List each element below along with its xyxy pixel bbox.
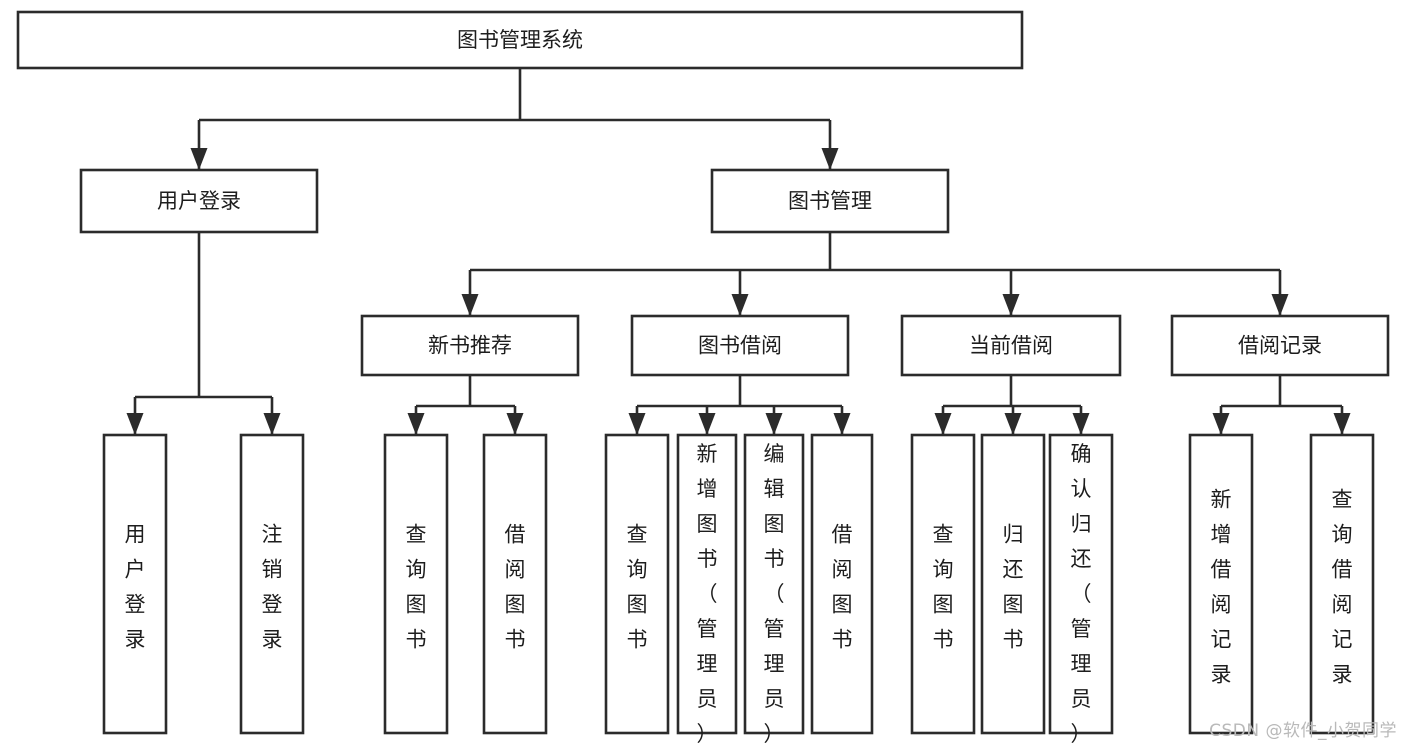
node-leaf-query-borrow-record-box[interactable] bbox=[1309, 433, 1375, 735]
node-new-book-recommend-box[interactable] bbox=[360, 314, 580, 377]
node-leaf-query-book-borrow[interactable]: 查询图书 bbox=[604, 433, 670, 735]
node-root-box[interactable] bbox=[16, 10, 1024, 70]
arrowhead-icon bbox=[833, 413, 851, 435]
node-leaf-borrow-book-recommend-box[interactable] bbox=[482, 433, 548, 735]
node-leaf-user-logout-label: 注销登录 bbox=[262, 522, 283, 651]
node-leaf-confirm-return-label: 确认归还（管理员） bbox=[1071, 442, 1092, 746]
arrowhead-icon bbox=[765, 413, 783, 435]
node-leaf-borrow-book-recommend[interactable]: 借阅图书 bbox=[482, 433, 548, 735]
node-leaf-edit-book-box[interactable] bbox=[743, 433, 805, 735]
node-leaf-user-login-label: 用户登录 bbox=[125, 522, 146, 651]
arrowhead-icon bbox=[407, 413, 425, 435]
node-leaf-edit-book-label: 编辑图书（管理员） bbox=[764, 442, 785, 746]
node-leaf-user-logout-box[interactable] bbox=[239, 433, 305, 735]
node-leaf-return-book-box[interactable] bbox=[980, 433, 1046, 735]
node-borrow-record-label: 借阅记录 bbox=[1238, 334, 1322, 358]
node-leaf-add-borrow-record-box[interactable] bbox=[1188, 433, 1254, 735]
node-user-login-box[interactable] bbox=[79, 168, 319, 234]
node-leaf-borrow-book-recommend-label: 借阅图书 bbox=[505, 522, 526, 651]
node-leaf-add-book[interactable]: 新增图书（管理员） bbox=[676, 433, 738, 746]
node-current-borrow[interactable]: 当前借阅 bbox=[900, 314, 1122, 377]
node-leaf-add-book-label: 新增图书（管理员） bbox=[697, 442, 718, 746]
node-leaf-confirm-return-box[interactable] bbox=[1048, 433, 1114, 735]
node-leaf-return-book[interactable]: 归还图书 bbox=[980, 433, 1046, 735]
node-book-borrow-label: 图书借阅 bbox=[698, 334, 782, 358]
node-current-borrow-label: 当前借阅 bbox=[969, 334, 1053, 358]
node-leaf-edit-book[interactable]: 编辑图书（管理员） bbox=[743, 433, 805, 746]
arrowhead-icon bbox=[1004, 413, 1022, 435]
arrowhead-icon bbox=[506, 413, 524, 435]
node-borrow-record[interactable]: 借阅记录 bbox=[1170, 314, 1390, 377]
node-leaf-query-book-current-label: 查询图书 bbox=[933, 522, 954, 651]
node-book-management-label: 图书管理 bbox=[788, 189, 872, 213]
edge-group-book-borrow bbox=[628, 375, 851, 435]
node-leaf-query-book-recommend[interactable]: 查询图书 bbox=[383, 433, 449, 735]
node-user-login[interactable]: 用户登录 bbox=[79, 168, 319, 234]
node-layer: 图书管理系统用户登录图书管理新书推荐图书借阅当前借阅借阅记录用户登录注销登录查询… bbox=[16, 10, 1390, 746]
node-leaf-query-borrow-record-label: 查询借阅记录 bbox=[1332, 487, 1353, 686]
node-leaf-query-book-current-box[interactable] bbox=[910, 433, 976, 735]
edge-group-book-management bbox=[461, 232, 1289, 316]
node-leaf-query-borrow-record[interactable]: 查询借阅记录 bbox=[1309, 433, 1375, 735]
node-book-borrow[interactable]: 图书借阅 bbox=[630, 314, 850, 377]
node-leaf-return-book-label: 归还图书 bbox=[1003, 522, 1024, 651]
node-leaf-user-logout[interactable]: 注销登录 bbox=[239, 433, 305, 735]
arrowhead-icon bbox=[263, 413, 281, 435]
edge-group-current-borrow bbox=[934, 375, 1090, 435]
edge-group-borrow-record bbox=[1212, 375, 1351, 435]
node-current-borrow-box[interactable] bbox=[900, 314, 1122, 377]
node-leaf-query-book-borrow-box[interactable] bbox=[604, 433, 670, 735]
arrowhead-icon bbox=[126, 413, 144, 435]
node-leaf-query-book-recommend-label: 查询图书 bbox=[406, 522, 427, 651]
arrowhead-icon bbox=[1072, 413, 1090, 435]
node-new-book-recommend[interactable]: 新书推荐 bbox=[360, 314, 580, 377]
node-borrow-record-box[interactable] bbox=[1170, 314, 1390, 377]
arrowhead-icon bbox=[1212, 413, 1230, 435]
arrowhead-icon bbox=[461, 294, 479, 316]
node-book-management[interactable]: 图书管理 bbox=[710, 168, 950, 234]
arrowhead-icon bbox=[1271, 294, 1289, 316]
node-leaf-add-book-box[interactable] bbox=[676, 433, 738, 735]
arrowhead-icon bbox=[190, 148, 208, 170]
node-leaf-add-borrow-record-label: 新增借阅记录 bbox=[1211, 487, 1232, 686]
node-leaf-query-book-current[interactable]: 查询图书 bbox=[910, 433, 976, 735]
node-root[interactable]: 图书管理系统 bbox=[16, 10, 1024, 70]
node-leaf-user-login-box[interactable] bbox=[102, 433, 168, 735]
node-leaf-query-book-borrow-label: 查询图书 bbox=[627, 522, 648, 651]
node-leaf-borrow-book-label: 借阅图书 bbox=[832, 522, 853, 651]
node-new-book-recommend-label: 新书推荐 bbox=[428, 334, 512, 358]
node-leaf-query-book-recommend-box[interactable] bbox=[383, 433, 449, 735]
arrowhead-icon bbox=[698, 413, 716, 435]
node-book-borrow-box[interactable] bbox=[630, 314, 850, 377]
edge-group-root bbox=[190, 68, 839, 170]
arrowhead-icon bbox=[731, 294, 749, 316]
arrowhead-icon bbox=[934, 413, 952, 435]
arrowhead-icon bbox=[1002, 294, 1020, 316]
arrowhead-icon bbox=[628, 413, 646, 435]
node-root-label: 图书管理系统 bbox=[457, 28, 583, 52]
node-leaf-add-borrow-record[interactable]: 新增借阅记录 bbox=[1188, 433, 1254, 735]
node-leaf-user-login[interactable]: 用户登录 bbox=[102, 433, 168, 735]
edge-group-new-book-recommend bbox=[407, 375, 524, 435]
node-user-login-label: 用户登录 bbox=[157, 189, 241, 213]
arrowhead-icon bbox=[821, 148, 839, 170]
node-book-management-box[interactable] bbox=[710, 168, 950, 234]
node-leaf-borrow-book-box[interactable] bbox=[810, 433, 874, 735]
node-leaf-borrow-book[interactable]: 借阅图书 bbox=[810, 433, 874, 735]
arrowhead-icon bbox=[1333, 413, 1351, 435]
node-leaf-confirm-return[interactable]: 确认归还（管理员） bbox=[1048, 433, 1114, 746]
edge-group-user-login bbox=[126, 232, 281, 435]
connector-layer bbox=[126, 68, 1351, 435]
